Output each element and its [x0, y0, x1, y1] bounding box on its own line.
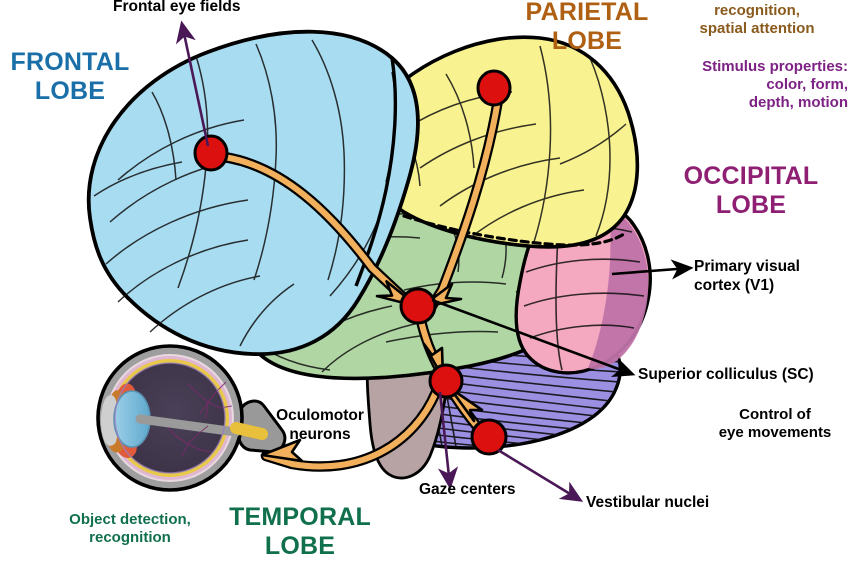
function-note-occipital: Stimulus properties: color, form, depth,… [702, 58, 848, 111]
callout-primary-visual-cortex: Primary visual cortex (V1) [694, 258, 800, 294]
function-note-parietal: recognition, spatial attention [699, 2, 815, 37]
parietal-eye-field-node [476, 69, 512, 107]
vitreous [115, 363, 225, 473]
lobe-label-temporal: TEMPORAL LOBE [229, 503, 371, 560]
cornea [100, 395, 119, 446]
v1-leader [611, 259, 694, 280]
callout-oculomotor-neurons: Oculomotor neurons [276, 407, 364, 443]
lobe-label-parietal: PARIETAL LOBE [525, 0, 649, 55]
fef-leader [175, 20, 210, 147]
callout-superior-colliculus: Superior colliculus (SC) [638, 366, 814, 383]
optic-nerve [230, 422, 268, 440]
eye-diagram [96, 344, 287, 492]
lobe-label-frontal: FRONTAL LOBE [10, 48, 130, 105]
sc-leader [431, 298, 636, 378]
callout-vestibular-nuclei: Vestibular nuclei [586, 494, 710, 511]
callout-gaze-centers: Gaze centers [419, 481, 516, 498]
leader-lines [175, 20, 694, 502]
vestibular-nuclei-node [470, 418, 508, 456]
gaze-center-node [428, 363, 464, 399]
frontal-lobe-region [86, 29, 420, 356]
callout-frontal-eye-fields: Frontal eye fields [113, 0, 241, 15]
anatomical-nodes [193, 69, 512, 456]
function-note-temporal: Object detection, recognition [69, 511, 191, 546]
superior-colliculus-node [399, 287, 437, 325]
pathway-arrows [218, 94, 504, 472]
vestibular-leader [497, 448, 584, 502]
gaze-leader [437, 391, 459, 490]
retina-vessels [167, 381, 233, 457]
lobe-label-occipital: OCCIPITAL LOBE [683, 162, 819, 219]
function-note-superior-colliculus: Control of eye movements [718, 406, 832, 441]
frontal-eye-fields-node [193, 134, 229, 172]
